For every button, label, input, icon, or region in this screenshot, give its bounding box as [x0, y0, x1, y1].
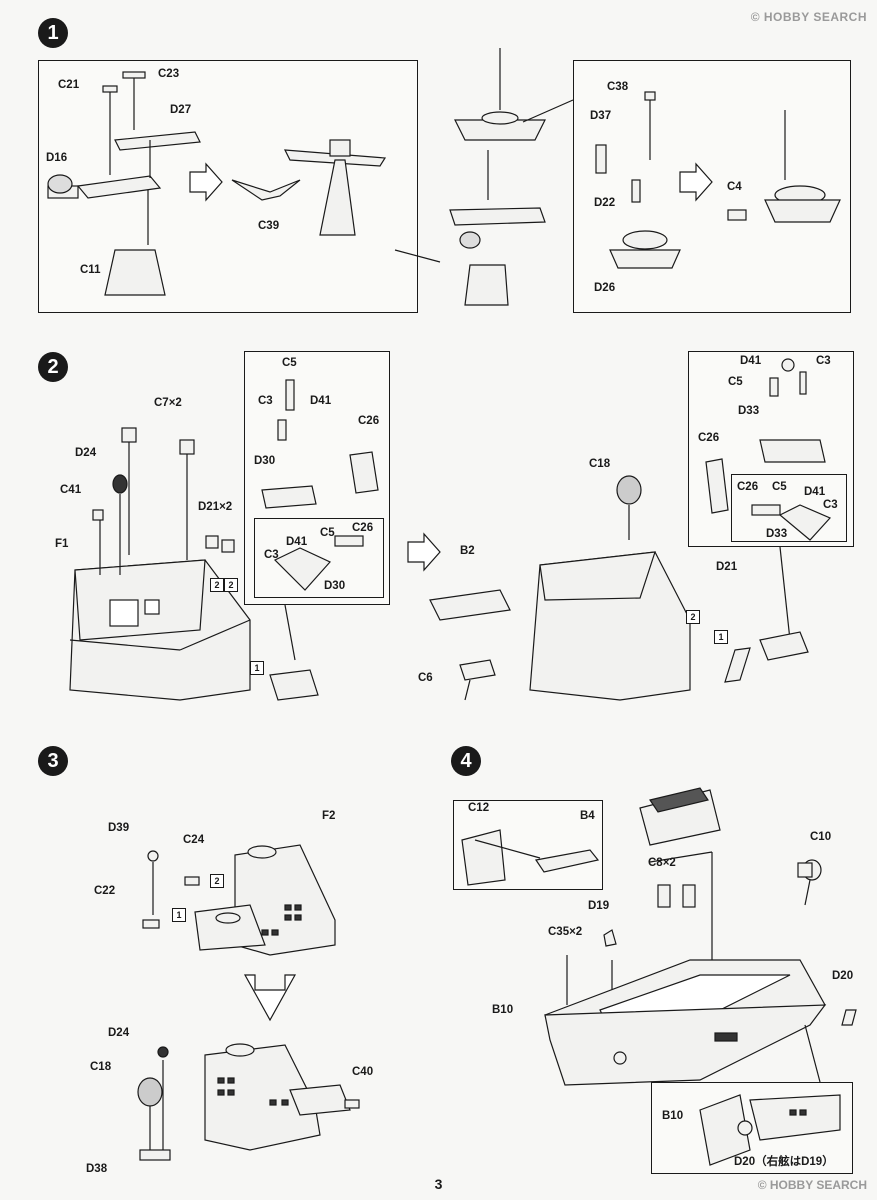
label-c24: C24: [183, 834, 205, 846]
label-c4: C4: [727, 181, 742, 193]
label-d22: D22: [594, 197, 616, 209]
step-2-right-detail-subpanel: [731, 474, 847, 542]
label-c8: C8×2: [648, 857, 676, 869]
label-d24: D24: [75, 447, 97, 459]
label-c6: C6: [418, 672, 433, 684]
label-rs-d33: D33: [766, 528, 788, 540]
label-d38: D38: [86, 1163, 108, 1175]
label-c10: C10: [810, 831, 832, 843]
label-c3: C3: [258, 395, 273, 407]
label-d21b: D21: [716, 561, 738, 573]
label-r-c26: C26: [698, 432, 720, 444]
label-c21: C21: [58, 79, 80, 91]
label-detail-d20: D20（右舷はD19）: [734, 1156, 834, 1168]
label-c23: C23: [158, 68, 180, 80]
label-d19: D19: [588, 900, 610, 912]
label-c18-step3: C18: [90, 1061, 112, 1073]
label-r-d41: D41: [740, 355, 762, 367]
label-sub-c26: C26: [352, 522, 374, 534]
label-d27: D27: [170, 104, 192, 116]
label-d41: D41: [310, 395, 332, 407]
label-sub-d41: D41: [286, 536, 308, 548]
label-r-d33: D33: [738, 405, 760, 417]
label-f2: F2: [322, 810, 336, 822]
callout-2c: 2: [686, 610, 700, 624]
label-c26: C26: [358, 415, 380, 427]
step-4-badge: 4: [451, 746, 481, 776]
label-r-c3: C3: [816, 355, 831, 367]
callout-2b: 2: [224, 578, 238, 592]
label-c12: C12: [468, 802, 490, 814]
step-1-badge: 1: [38, 18, 68, 48]
callout-3-1: 1: [172, 908, 186, 922]
label-c35: C35×2: [548, 926, 583, 938]
label-c11: C11: [80, 264, 101, 276]
watermark-bottom: © HOBBY SEARCH: [757, 1178, 867, 1192]
callout-3-2: 2: [210, 874, 224, 888]
label-rs-d41: D41: [804, 486, 826, 498]
callout-1b: 1: [714, 630, 728, 644]
label-d39: D39: [108, 822, 130, 834]
label-c40: C40: [352, 1066, 374, 1078]
label-c38: C38: [607, 81, 629, 93]
label-d24-step3: D24: [108, 1027, 130, 1039]
label-b2: B2: [460, 545, 475, 557]
step-3-badge: 3: [38, 746, 68, 776]
label-c22: C22: [94, 885, 116, 897]
label-d30: D30: [254, 455, 276, 467]
label-b10: B10: [492, 1004, 514, 1016]
label-d37: D37: [590, 110, 612, 122]
label-d21: D21×2: [198, 501, 233, 513]
label-detail-b10: B10: [662, 1110, 684, 1122]
callout-2a: 2: [210, 578, 224, 592]
label-rs-c5: C5: [772, 481, 787, 493]
page-number: 3: [434, 1176, 443, 1192]
label-d20: D20: [832, 970, 854, 982]
label-rs-c3: C3: [823, 499, 838, 511]
label-f1: F1: [55, 538, 69, 550]
label-r-c5: C5: [728, 376, 743, 388]
label-c41: C41: [60, 484, 82, 496]
label-d26: D26: [594, 282, 616, 294]
label-sub-c3: C3: [264, 549, 279, 561]
label-c7: C7×2: [154, 397, 182, 409]
watermark-top: © HOBBY SEARCH: [750, 10, 867, 24]
label-c39: C39: [258, 220, 280, 232]
label-d16: D16: [46, 152, 68, 164]
callout-1: 1: [250, 661, 264, 675]
label-sub-c5: C5: [320, 527, 335, 539]
label-c18: C18: [589, 458, 611, 470]
step-2-badge: 2: [38, 352, 68, 382]
label-rs-c26: C26: [737, 481, 759, 493]
label-b4: B4: [580, 810, 595, 822]
label-sub-d30: D30: [324, 580, 346, 592]
label-c5: C5: [282, 357, 297, 369]
